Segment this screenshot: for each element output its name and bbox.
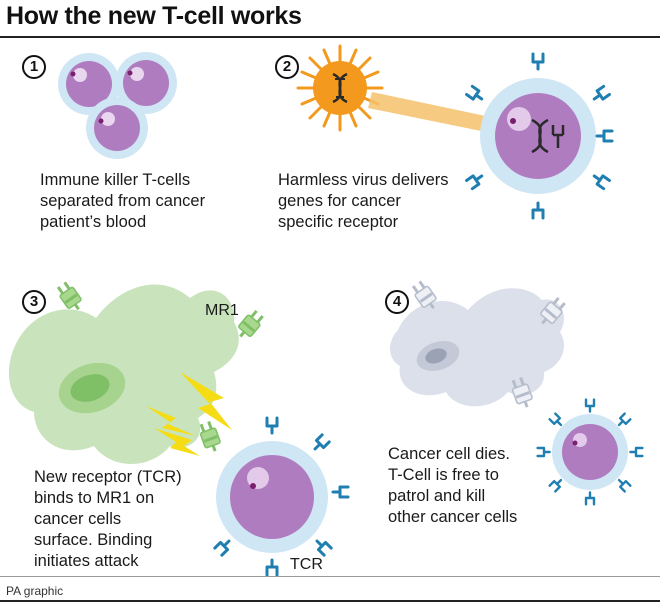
- lightning-icon: [146, 406, 196, 436]
- receptor-icon: [551, 125, 565, 148]
- t-cell-group: [58, 52, 177, 159]
- virus: [296, 44, 384, 132]
- step-2-caption: Harmless virus delivers genes for cancer…: [278, 171, 449, 231]
- receptor-icon: [531, 52, 545, 71]
- step-3-caption: New receptor (TCR) binds to MR1 on cance…: [34, 468, 182, 570]
- t-cell: [86, 97, 148, 159]
- credit: PA graphic: [6, 584, 64, 598]
- title-divider: [0, 36, 660, 38]
- mr1-molecule: [195, 418, 225, 456]
- step-number-3: 3: [22, 290, 46, 314]
- page-title: How the new T-cell works: [6, 2, 302, 30]
- attacking-t-cell: [213, 416, 350, 577]
- bottom-divider: [0, 600, 660, 602]
- mr1-label: MR1: [205, 302, 239, 319]
- dna-icon: [531, 118, 549, 154]
- tcr-label: TCR: [290, 556, 323, 573]
- step-1-caption: Immune killer T-cells separated from can…: [40, 171, 206, 231]
- cancer-cell: [8, 284, 239, 464]
- receptor-icon: [584, 398, 596, 413]
- t-cell: [58, 53, 120, 115]
- step-4-caption: Cancer cell dies. T-Cell is free to patr…: [388, 445, 518, 526]
- dna-icon: [332, 72, 348, 104]
- footer-divider: [0, 576, 660, 577]
- lightning-icon: [180, 372, 232, 430]
- step-number-4: 4: [385, 290, 409, 314]
- step-number-2: 2: [275, 55, 299, 79]
- receptor-icon: [310, 433, 331, 454]
- delivery-arrow: [368, 92, 525, 146]
- modified-t-cell: [465, 52, 614, 220]
- t-cell: [115, 52, 177, 114]
- free-t-cell: [536, 398, 644, 506]
- dead-cancer-cell: [390, 288, 565, 407]
- mr1-molecule: [53, 278, 87, 316]
- step-number-1: 1: [22, 55, 46, 79]
